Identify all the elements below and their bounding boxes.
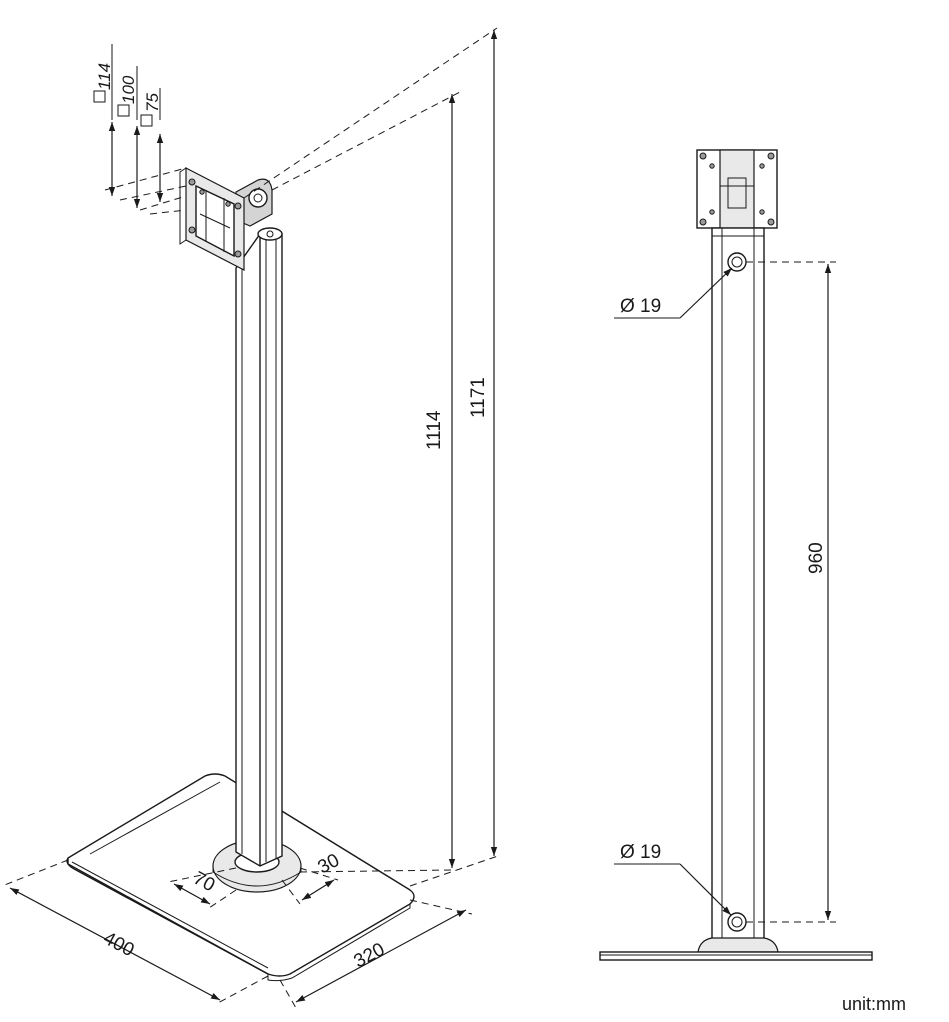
hole-callout-top: Ø 19 (614, 267, 733, 319)
height-dimensions: 1114 1171 (243, 27, 499, 887)
front-view: 960 Ø 19 Ø 19 (599, 149, 873, 961)
hole-spacing-dimension: 960 (746, 261, 836, 923)
vesa-75-label: 75 (143, 93, 162, 112)
vesa-dimensions: 114 100 75 (93, 44, 187, 215)
column (235, 227, 283, 867)
front-base (599, 937, 873, 961)
base-400-label: 400 (100, 928, 138, 961)
hole-top-label: Ø 19 (620, 296, 661, 317)
front-vesa-plate (696, 149, 778, 229)
vesa-100-label: 100 (119, 75, 138, 104)
spacing-960-label: 960 (806, 542, 827, 574)
vesa-114-label: 114 (95, 63, 114, 90)
tilt-hinge (235, 178, 273, 227)
hole-callout-bottom: Ø 19 (614, 842, 732, 916)
hole-bottom-label: Ø 19 (620, 842, 661, 863)
unit-label: unit:mm (842, 994, 906, 1014)
vesa-plate (179, 167, 245, 271)
front-column (711, 227, 765, 941)
base-320-label: 320 (350, 939, 388, 972)
height-1114-label: 1114 (424, 410, 445, 450)
height-1171-label: 1171 (468, 377, 489, 418)
isometric-view: 114 100 75 1114 1171 400 320 (1, 27, 499, 1009)
